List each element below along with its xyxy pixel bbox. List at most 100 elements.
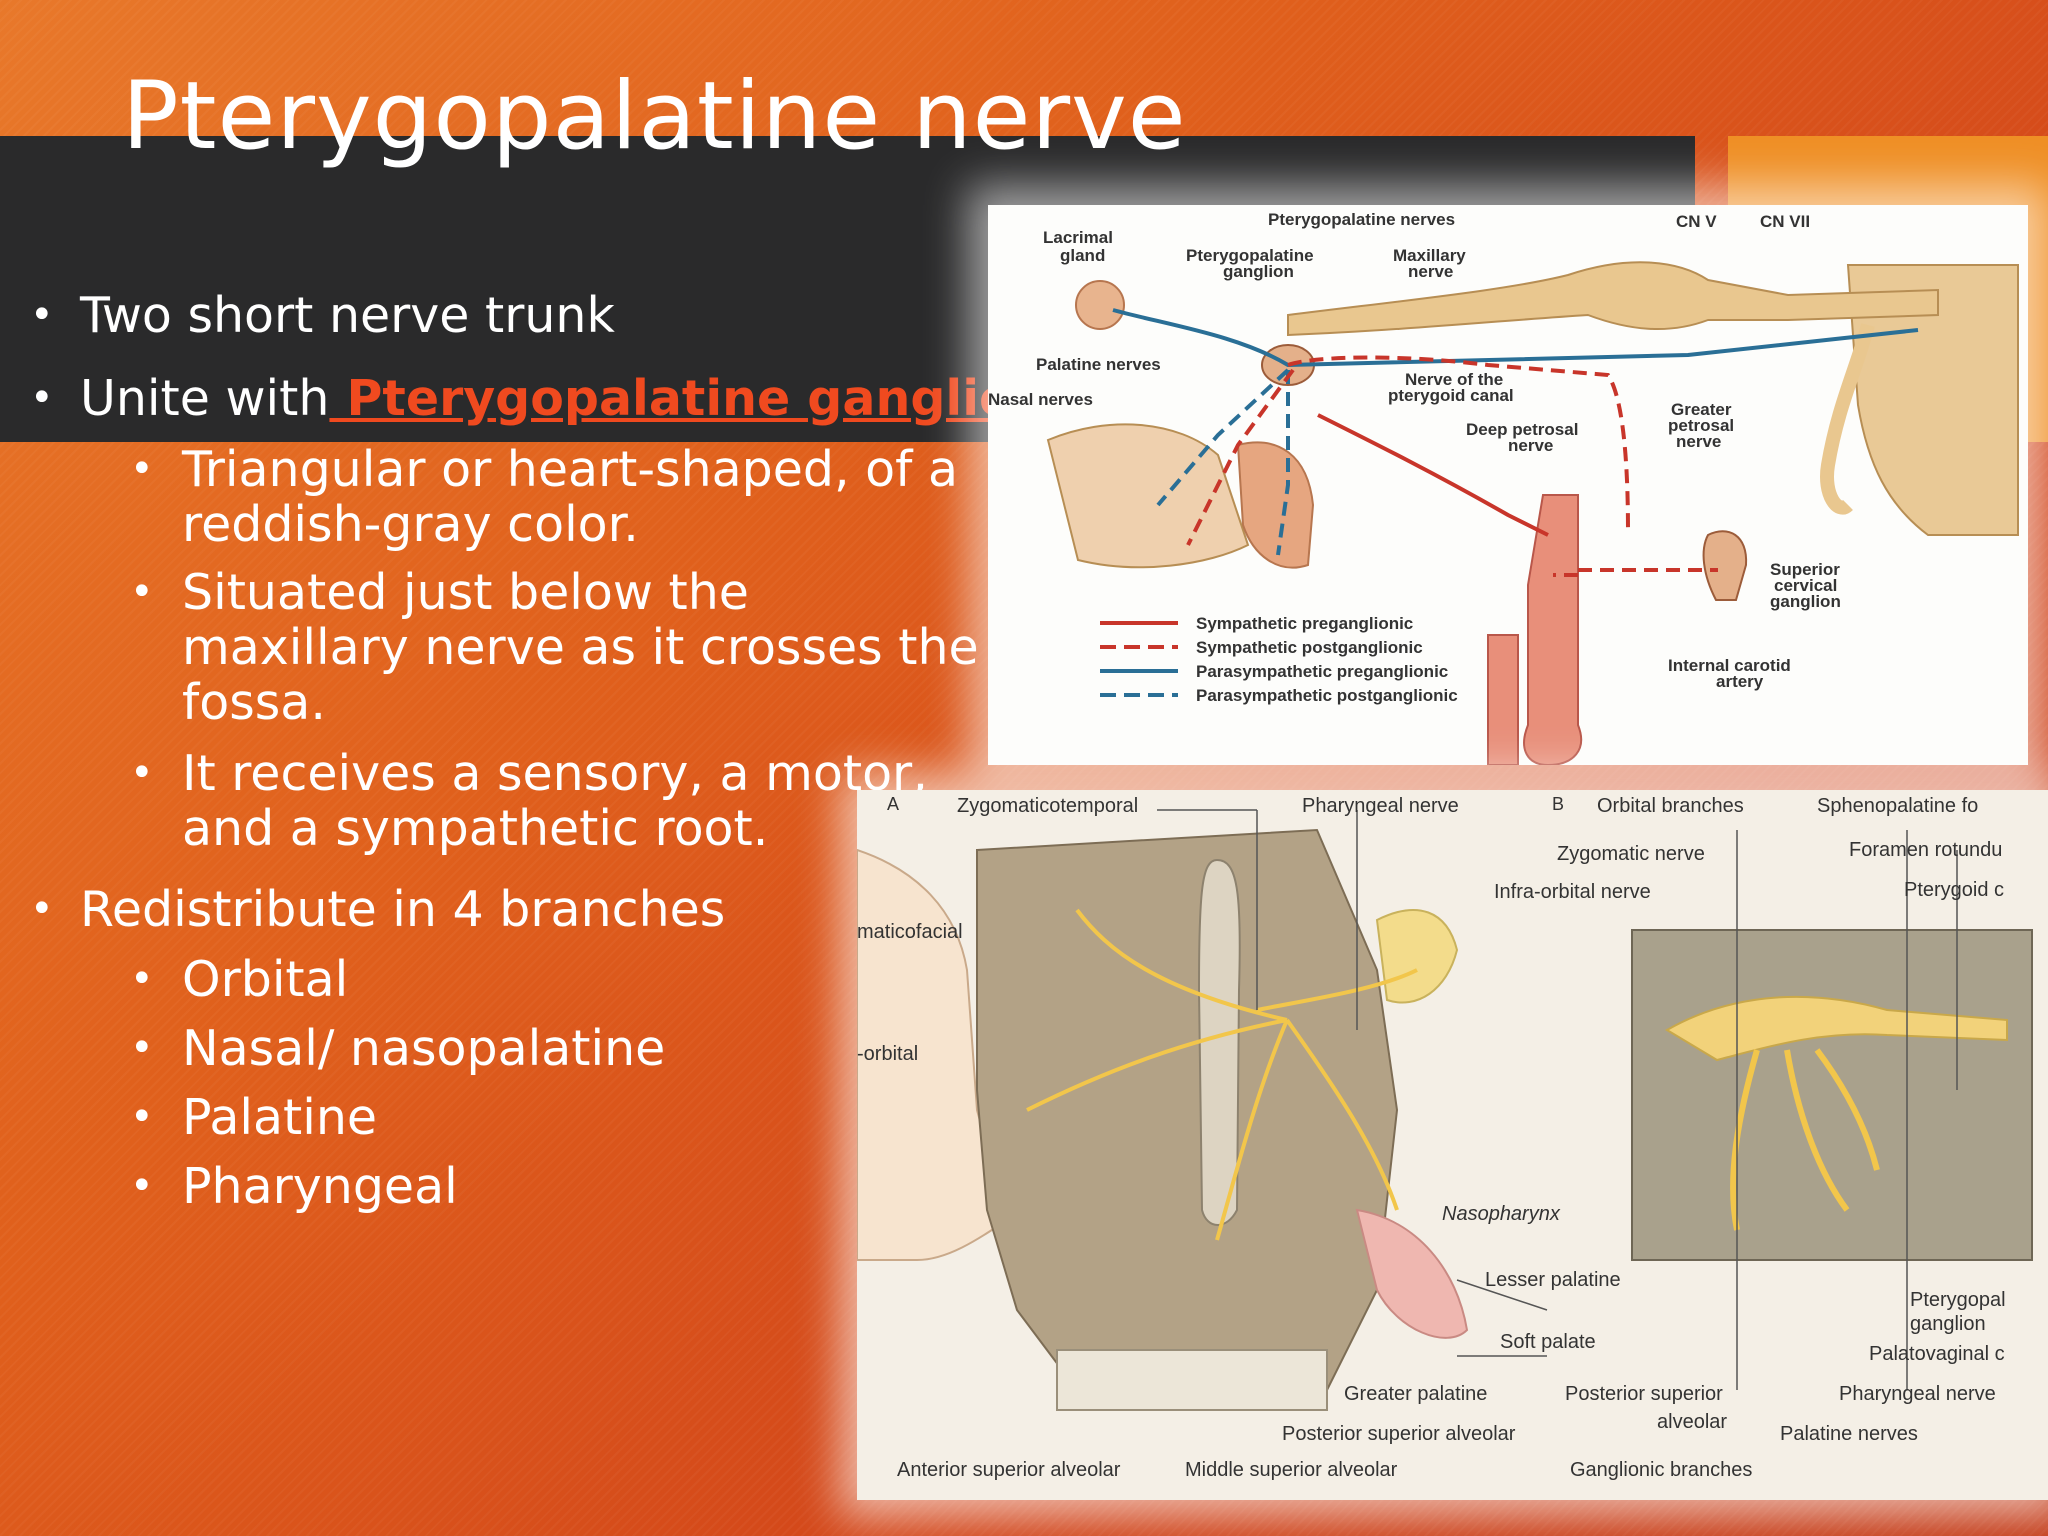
legend-para-post: Parasympathetic postganglionic — [1196, 686, 1458, 705]
label-nasal: Nasal nerves — [988, 390, 1093, 409]
label-infraorbital: -orbital — [857, 1043, 918, 1065]
cervical-ganglion-shape — [1702, 530, 1748, 601]
slide-title: Pterygopalatine nerve — [122, 62, 1187, 171]
label-zygotemporal: Zygomaticotemporal — [957, 795, 1138, 817]
label-lacrimal-1: Lacrimal — [1043, 228, 1113, 247]
label-greater-pal: Greater palatine — [1344, 1383, 1487, 1405]
legend-symp-post: Sympathetic postganglionic — [1196, 638, 1423, 657]
pterygopalatine-ganglion-link[interactable]: Pterygopalatine ganglion — [329, 370, 1048, 427]
label-scg-2: cervical — [1774, 576, 1837, 595]
palate-tissue-shape — [1236, 441, 1315, 569]
label-canal-1: Nerve of the — [1405, 370, 1503, 389]
label-palatine: Palatine nerves — [1036, 355, 1161, 374]
label-post-sup-2: alveolar — [1657, 1411, 1727, 1433]
skull-nerve-illustration: Zygomaticotemporal Pharyngeal nerve Orbi… — [857, 790, 2048, 1500]
branch-pharyngeal: Pharyngeal — [182, 1158, 458, 1215]
carotid-branch-shape — [1487, 634, 1519, 765]
label-pterygo-g2: ganglion — [1910, 1313, 1986, 1335]
label-zygofacial: maticofacial — [857, 921, 963, 943]
leader-lines — [1157, 809, 1958, 1390]
bullet-dot: • — [130, 1163, 154, 1209]
label-ganglionic: Ganglionic branches — [1570, 1459, 1752, 1481]
trigeminal-ganglion-shape — [1375, 909, 1459, 1004]
label-palatine-nerves: Palatine nerves — [1780, 1423, 1918, 1445]
inset-b-panel — [1631, 929, 2033, 1261]
label-infraorbital-nerve: Infra-orbital nerve — [1494, 881, 1651, 903]
label-pterygo-g1: Pterygopal — [1910, 1289, 2006, 1311]
branch-nasal: Nasal/ nasopalatine — [182, 1020, 666, 1077]
bullet-dot: • — [130, 1094, 154, 1140]
label-greater-1: Greater — [1671, 400, 1732, 419]
legend-para-pre: Parasympathetic preganglionic — [1196, 662, 1448, 681]
label-ganglion-1: Pterygopalatine — [1186, 246, 1314, 265]
label-pharyngeal-nerve: Pharyngeal nerve — [1839, 1383, 1996, 1405]
bullet-dot: • — [30, 886, 54, 932]
bullet-dot: • — [30, 375, 54, 421]
parasympathetic-pre-path — [1112, 308, 1919, 368]
sub-bullet-position-line3: fossa. — [182, 674, 326, 731]
bullet-unite: Unite with Pterygopalatine ganglion — [80, 371, 1048, 426]
bullet-redistribute: Redistribute in 4 branches — [80, 881, 726, 938]
label-greater-2: petrosal — [1668, 416, 1734, 435]
label-lacrimal-2: gland — [1060, 246, 1105, 265]
label-zygomatic: Zygomatic nerve — [1557, 843, 1705, 865]
sympathetic-pre-path — [1317, 413, 1549, 537]
sub-bullet-shape-line2: reddish-gray color. — [182, 496, 639, 553]
pathway-svg: Pterygopalatine nerves CN V CN VII Lacri… — [988, 210, 2019, 765]
label-orbital-branches: Orbital branches — [1597, 795, 1744, 817]
trigeminal-nerve-trunk — [1287, 261, 1939, 337]
label-canal-2: pterygoid canal — [1388, 386, 1514, 405]
label-cn7: CN VII — [1760, 212, 1810, 231]
bullet-dot: • — [130, 446, 154, 492]
bullet-dot: • — [130, 956, 154, 1002]
bullet-dot: • — [130, 750, 154, 796]
label-greater-3: nerve — [1676, 432, 1721, 451]
label-deep-2: nerve — [1508, 436, 1553, 455]
label-maxillary-1: Maxillary — [1393, 246, 1466, 265]
sympathetic-post-path-2 — [1186, 368, 1295, 546]
label-ant-sup: Anterior superior alveolar — [897, 1459, 1121, 1481]
label-lesser: Lesser palatine — [1485, 1269, 1621, 1291]
bullet-dot: • — [30, 292, 54, 338]
label-nasopharynx: Nasopharynx — [1442, 1203, 1561, 1225]
label-mid-sup: Middle superior alveolar — [1185, 1459, 1398, 1481]
label-post-sup-1: Posterior superior — [1565, 1383, 1723, 1405]
nerve-branches — [1026, 908, 1418, 1241]
sub-bullet-position-line2: maxillary nerve as it crosses the — [182, 619, 979, 676]
bullet-dot: • — [130, 569, 154, 615]
sub-bullet-shape-line1: Triangular or heart-shaped, of a — [182, 441, 959, 498]
label-letter-a: A — [887, 794, 899, 814]
inset-nerve-branches — [1730, 1048, 1880, 1231]
bullet-two-trunks: Two short nerve trunk — [80, 287, 615, 344]
label-maxillary-2: nerve — [1408, 262, 1453, 281]
label-cn5: CN V — [1676, 212, 1717, 231]
parasympathetic-post-path-2 — [1276, 370, 1290, 556]
label-scg-1: Superior — [1770, 560, 1840, 579]
sympathetic-post-path — [1287, 355, 1630, 536]
label-soft: Soft palate — [1500, 1331, 1596, 1353]
label-post-sup-alv: Posterior superior alveolar — [1282, 1423, 1516, 1445]
sympathetic-post-path-3 — [1553, 568, 1718, 577]
label-ganglion-2: ganglion — [1223, 262, 1294, 281]
label-ica-1: Internal carotid — [1668, 656, 1791, 675]
soft-palate-shape — [1355, 1208, 1469, 1339]
sub-bullet-roots-line1: It receives a sensory, a motor, — [182, 745, 928, 802]
facial-nerve-shape — [1820, 323, 1875, 515]
label-foramen: Foramen rotundu — [1849, 839, 2002, 861]
legend-symp-pre: Sympathetic preganglionic — [1196, 614, 1413, 633]
sub-bullet-position-line1: Situated just below the — [182, 564, 749, 621]
parasympathetic-post-path-1 — [1156, 368, 1290, 507]
lacrimal-gland-shape — [1075, 280, 1125, 330]
label-letter-b: B — [1552, 794, 1564, 814]
bullet-dot: • — [130, 1025, 154, 1071]
label-sphenopalatine: Sphenopalatine fo — [1817, 795, 1978, 817]
nasal-cavity-shape — [1046, 423, 1250, 569]
septum-shape — [1197, 858, 1241, 1226]
label-pterygoid: Pterygoid c — [1904, 879, 2004, 901]
label-ica-2: artery — [1716, 672, 1764, 691]
skull-shape — [976, 828, 1399, 1391]
pathway-legend: Sympathetic preganglionic Sympathetic po… — [1100, 614, 1458, 705]
skull-svg: Zygomaticotemporal Pharyngeal nerve Orbi… — [857, 794, 2033, 1481]
label-scg-3: ganglion — [1770, 592, 1841, 611]
label-palatovaginal: Palatovaginal c — [1869, 1343, 2005, 1365]
